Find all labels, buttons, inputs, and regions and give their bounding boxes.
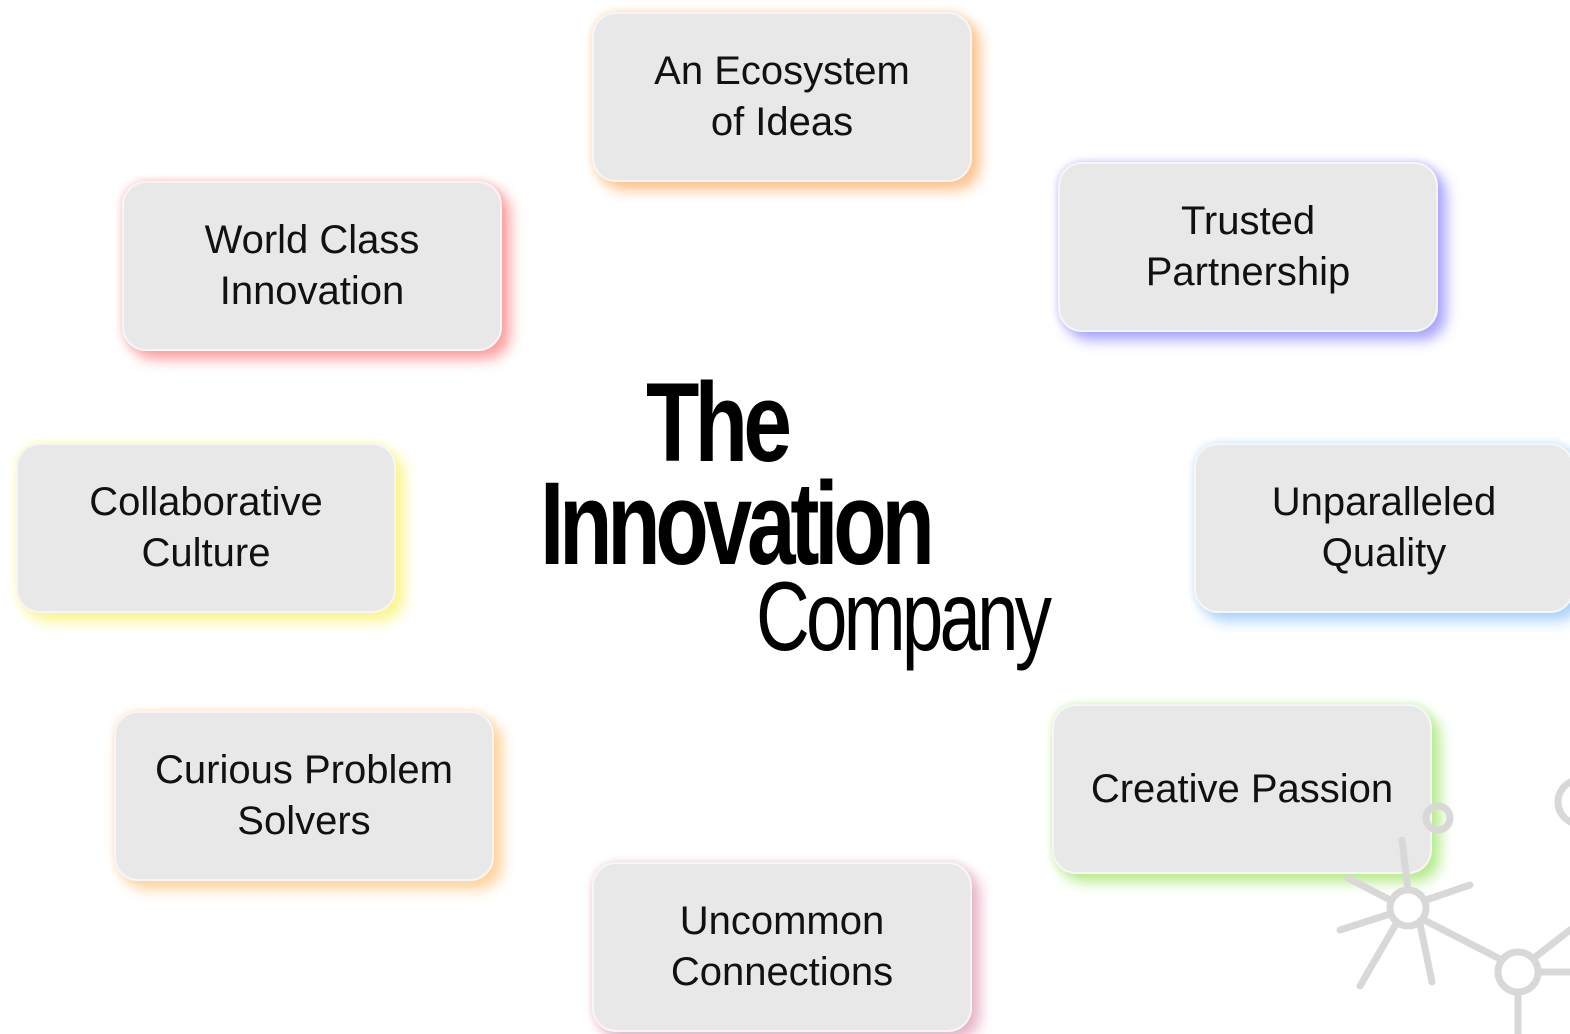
logo-word-innovation: Innovation (540, 458, 935, 590)
value-label: An Ecosystem of Ideas (654, 49, 910, 144)
company-logo: The Innovation Company (520, 360, 1080, 680)
molecule-network-icon (1336, 778, 1570, 1034)
value-label: Curious Problem Solvers (155, 748, 453, 843)
value-label: Trusted Partnership (1145, 199, 1351, 294)
value-label: Collaborative Culture (89, 480, 323, 575)
value-label: Unparalleled Quality (1271, 480, 1497, 575)
value-card-world-class-innovation: World Class Innovation (122, 181, 502, 351)
value-card-ecosystem-of-ideas: An Ecosystem of Ideas (592, 12, 972, 182)
value-card-trusted-partnership: Trusted Partnership (1058, 162, 1438, 332)
value-card-curious-problem-solvers: Curious Problem Solvers (114, 711, 494, 881)
logo-word-company: Company (756, 561, 1052, 671)
value-card-creative-passion: Creative Passion (1052, 704, 1432, 874)
value-card-collaborative-culture: Collaborative Culture (16, 443, 396, 613)
value-card-uncommon-connections: Uncommon Connections (592, 862, 972, 1032)
logo-word-the: The (646, 360, 792, 485)
value-card-unparalleled-quality: Unparalleled Quality (1194, 443, 1570, 613)
value-label: World Class Innovation (204, 218, 420, 313)
value-label: Creative Passion (1090, 766, 1394, 811)
value-label: Uncommon Connections (670, 899, 894, 994)
